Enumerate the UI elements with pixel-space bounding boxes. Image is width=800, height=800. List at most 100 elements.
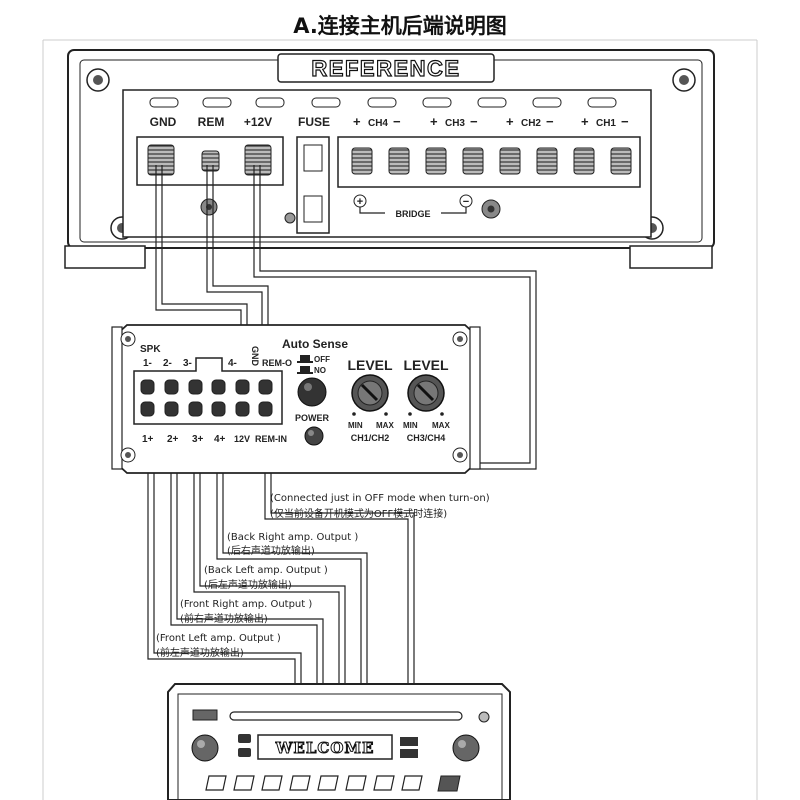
pin-2-plus <box>164 401 179 417</box>
converter-box: SPK 1- 2- 3- 4- GND REM-O 1+ 2+ 3+ 4+ 12 <box>111 324 481 474</box>
spk-label: SPK <box>140 344 161 355</box>
rem-terminal <box>201 150 220 172</box>
no-switch-icon <box>297 366 313 374</box>
knob-label-ch3-ch4: CH3/CH4 <box>407 433 446 443</box>
preset-button[interactable] <box>233 775 255 791</box>
svg-text:−: − <box>463 196 469 208</box>
small-button[interactable] <box>238 748 251 757</box>
mode-switch[interactable] <box>297 377 327 407</box>
note-zh-front-left: (前左声道功放输出) <box>156 646 244 659</box>
gnd-label: GND <box>150 115 177 129</box>
pin-label-1-plus: 1+ <box>142 434 154 445</box>
amplifier: REFERENCE GND REM +12V FUSE + CH4 − <box>64 49 715 269</box>
power-led <box>304 426 324 446</box>
screw-icon <box>120 447 136 463</box>
pin-3-minus <box>188 379 203 395</box>
svg-text:−: − <box>621 114 629 129</box>
level-knob-ch1-ch2[interactable] <box>351 374 389 412</box>
screw-icon <box>200 198 218 216</box>
no-label: NO <box>314 366 326 375</box>
page-title: A.连接主机后端说明图 <box>293 14 507 38</box>
note-en-front-right: (Front Right amp. Output ) <box>180 599 312 610</box>
back-right-wire <box>222 412 368 690</box>
pin-label-rem-in: REM-IN <box>255 434 287 444</box>
knob-label-ch1-ch2: CH1/CH2 <box>351 433 390 443</box>
ch3-plus-terminal <box>425 147 447 175</box>
pin-label-3-plus: 3+ <box>192 434 204 445</box>
pin-rem-o <box>258 379 273 395</box>
pin-label-rem-o: REM-O <box>262 358 292 368</box>
back-left-wire <box>199 412 346 690</box>
pin-3-plus <box>188 401 203 417</box>
screw-icon <box>452 447 468 463</box>
eject-button[interactable] <box>192 709 218 721</box>
pin-2-minus <box>164 379 179 395</box>
preset-button[interactable] <box>373 775 395 791</box>
level-label-1: LEVEL <box>347 357 393 373</box>
preset-button[interactable] <box>205 775 227 791</box>
svg-text:+: + <box>581 114 589 129</box>
ch3-label: CH3 <box>445 118 465 129</box>
note-en-rem: (Connected just in OFF mode when turn-on… <box>270 493 490 504</box>
pin-gnd <box>235 379 250 395</box>
svg-text:−: − <box>546 114 554 129</box>
small-button[interactable] <box>400 737 418 746</box>
fuse-holder <box>284 136 330 234</box>
note-en-front-left: (Front Left amp. Output ) <box>156 633 281 644</box>
right-knob[interactable] <box>452 734 480 762</box>
rem-label: REM <box>198 115 225 129</box>
pin-rem-in <box>258 401 273 417</box>
svg-text:+: + <box>506 114 514 129</box>
pin-1-minus <box>140 379 155 395</box>
front-right-wire <box>170 412 318 690</box>
pin-label-12v: 12V <box>234 434 250 444</box>
12v-terminal <box>244 144 272 176</box>
note-en-back-right: (Back Right amp. Output ) <box>227 532 358 543</box>
ch2-label: CH2 <box>521 118 541 129</box>
small-button[interactable] <box>238 734 251 743</box>
preset-button[interactable] <box>317 775 339 791</box>
note-en-back-left: (Back Left amp. Output ) <box>204 565 328 576</box>
pin-12v <box>235 401 250 417</box>
ch1-label: CH1 <box>596 118 616 129</box>
screw-icon <box>481 199 501 219</box>
ch2-plus-terminal <box>499 147 521 175</box>
left-knob[interactable] <box>191 734 219 762</box>
small-button[interactable] <box>400 749 418 758</box>
ch4-minus-terminal <box>388 147 410 175</box>
max-label-2: MAX <box>432 421 450 430</box>
pin-label-4-plus: 4+ <box>214 434 226 445</box>
ch1-plus-terminal <box>573 147 595 175</box>
display-text: WELCOME <box>275 739 375 757</box>
preset-button[interactable] <box>401 775 423 791</box>
preset-button[interactable] <box>437 775 461 792</box>
gnd-terminal <box>147 144 175 176</box>
disc-slot <box>229 711 463 721</box>
bridge-label: BRIDGE <box>395 209 430 219</box>
level-knob-ch3-ch4[interactable] <box>407 374 445 412</box>
screw-icon <box>120 331 136 347</box>
preset-button[interactable] <box>261 775 283 791</box>
ch4-plus-terminal <box>351 147 373 175</box>
front-left-wire <box>147 412 296 690</box>
preset-button[interactable] <box>289 775 311 791</box>
ch2-minus-terminal <box>536 147 558 175</box>
screw-icon <box>452 331 468 347</box>
svg-text:+: + <box>353 114 361 129</box>
svg-text:+: + <box>357 196 363 208</box>
svg-text:−: − <box>470 114 478 129</box>
screw-icon <box>672 68 696 92</box>
preset-button[interactable] <box>345 775 367 791</box>
back-left-wire <box>193 412 340 690</box>
svg-text:+: + <box>430 114 438 129</box>
12v-label: +12V <box>244 115 272 129</box>
off-label: OFF <box>314 355 330 364</box>
brand-logo: REFERENCE <box>311 56 460 81</box>
svg-text:−: − <box>393 114 401 129</box>
min-label-2: MIN <box>403 421 418 430</box>
head-unit: WELCOME <box>167 683 511 800</box>
ch4-label: CH4 <box>368 118 388 129</box>
ch1-minus-terminal <box>610 147 632 175</box>
note-zh-rem: (仅当前设备开机模式为OFF模式时连接) <box>270 507 447 520</box>
front-right-wire <box>176 412 324 690</box>
